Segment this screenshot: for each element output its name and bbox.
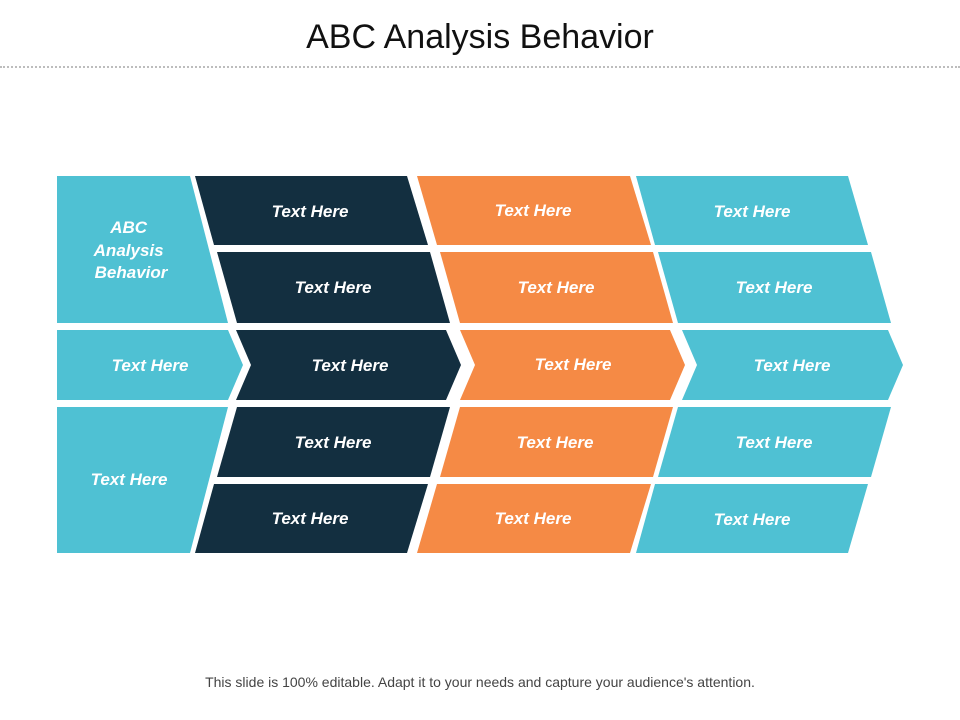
row4-orange-label: Text Here [517,433,594,452]
row5-navy-label: Text Here [272,509,349,528]
row4-blue-label: Text Here [736,433,813,452]
row2-navy-label: Text Here [295,278,372,297]
left-middle-label: Text Here [112,356,189,375]
left-top-line-2: Analysis [93,241,164,260]
title-divider [0,66,960,68]
footer-note: This slide is 100% editable. Adapt it to… [205,674,755,690]
left-top-line-3: Behavior [95,263,169,282]
left-middle-arrow [57,330,243,400]
row1-orange-label: Text Here [495,201,572,220]
row1-blue-block [636,176,868,245]
row1-orange-block [417,176,651,245]
row5-orange-block [417,484,651,553]
row2-navy-block [217,252,450,323]
left-top-label: ABC Analysis Behavior [93,218,169,282]
row5-blue-block [636,484,868,553]
row2-orange-block [440,252,673,323]
row4-orange-block [440,407,673,477]
row1-navy-block [195,176,428,245]
left-bottom-label: Text Here [91,470,168,489]
row4-navy-block [217,407,450,477]
row1-navy-label: Text Here [272,202,349,221]
left-top-block [57,176,228,323]
row4-navy-label: Text Here [295,433,372,452]
row4-blue-block [658,407,891,477]
row5-blue-label: Text Here [714,510,791,529]
left-top-line-1: ABC [109,218,148,237]
row3-navy-chevron [236,330,461,400]
slide-title: ABC Analysis Behavior [306,18,654,56]
row3-blue-label: Text Here [754,356,831,375]
row5-orange-label: Text Here [495,509,572,528]
row2-orange-label: Text Here [518,278,595,297]
row1-blue-label: Text Here [714,202,791,221]
left-bottom-block [57,407,228,553]
row2-blue-label: Text Here [736,278,813,297]
row3-orange-label: Text Here [535,355,612,374]
row3-orange-chevron [460,330,685,400]
row3-navy-label: Text Here [312,356,389,375]
row5-navy-block [195,484,428,553]
row2-blue-block [658,252,891,323]
row3-blue-chevron [682,330,903,400]
